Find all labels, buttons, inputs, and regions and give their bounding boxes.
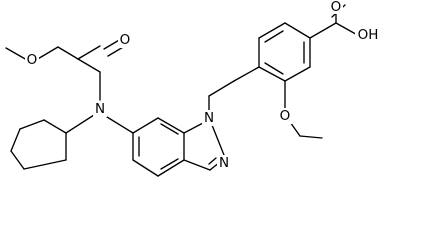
indazole-n2-label: N bbox=[219, 155, 229, 171]
bond bbox=[19, 119, 45, 130]
bond bbox=[258, 66, 286, 82]
bond bbox=[183, 122, 204, 134]
bond bbox=[258, 22, 286, 39]
atom-labels: O O N N N OH O O bbox=[25, 0, 381, 171]
methoxy-oxygen-label: O bbox=[280, 108, 291, 124]
bond-double bbox=[264, 30, 284, 43]
hydroxyl-label: OH bbox=[358, 27, 379, 43]
bond bbox=[157, 117, 185, 134]
bond bbox=[309, 22, 337, 39]
bond bbox=[233, 66, 260, 82]
bond bbox=[208, 80, 235, 97]
bond bbox=[106, 116, 134, 134]
bond bbox=[65, 114, 95, 134]
bond bbox=[284, 22, 311, 39]
bond-double bbox=[160, 123, 179, 135]
bond bbox=[289, 121, 301, 137]
chemical-structure-diagram: O O N N N OH O O bbox=[5, 0, 381, 177]
bond bbox=[10, 128, 21, 152]
bond bbox=[77, 58, 101, 73]
carbonyl-oxygen-label: O bbox=[120, 32, 131, 48]
bond bbox=[284, 66, 311, 82]
acid-oxygen-label: O bbox=[331, 0, 342, 15]
bond bbox=[35, 46, 59, 61]
indazole-n1-label: N bbox=[204, 110, 214, 126]
bond bbox=[299, 135, 323, 139]
bond bbox=[132, 117, 159, 134]
bond bbox=[132, 159, 159, 177]
bond-double bbox=[208, 157, 217, 165]
bond bbox=[5, 47, 28, 61]
bond bbox=[183, 159, 211, 171]
ester-oxygen-label: O bbox=[27, 52, 38, 68]
bond-double bbox=[160, 158, 179, 170]
bond bbox=[157, 159, 185, 177]
bond-double bbox=[264, 62, 284, 75]
bond bbox=[10, 150, 25, 170]
bond bbox=[211, 124, 225, 156]
bond bbox=[23, 159, 67, 170]
amide-nitrogen-label: N bbox=[95, 101, 105, 117]
bond bbox=[43, 119, 67, 134]
bond bbox=[77, 45, 101, 60]
bond-lines bbox=[5, 4, 362, 177]
bond bbox=[57, 46, 79, 60]
